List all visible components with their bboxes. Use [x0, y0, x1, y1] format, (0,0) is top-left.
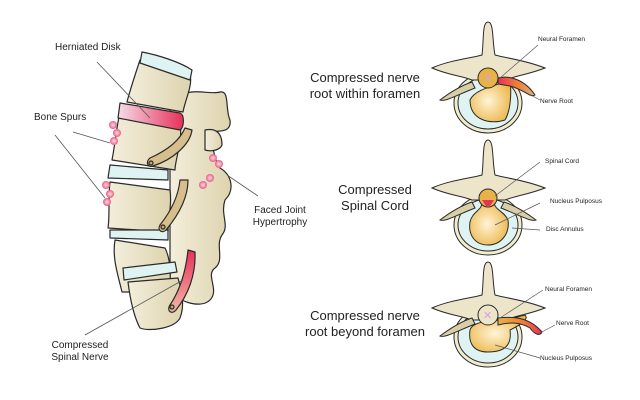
nucleus-pulposus	[469, 202, 509, 246]
axial-panel-2	[430, 139, 547, 256]
title-line: root beyond foramen	[305, 324, 425, 339]
label-line: Spinal Nerve	[51, 352, 109, 363]
spinal-cord	[478, 188, 498, 208]
axial-panel-3: ✕	[430, 261, 547, 368]
disc-4	[109, 229, 169, 241]
cord-compression	[482, 200, 494, 206]
label-compressed-spinal-nerve: Compressed Spinal Nerve	[40, 340, 120, 364]
label-line: Faced Joint	[254, 205, 306, 216]
title-line: root within foramen	[309, 86, 421, 101]
panel-2-title: Compressed Spinal Cord	[325, 182, 425, 214]
sagittal-spine	[102, 51, 232, 331]
label-facet-joint-hypertrophy: Faced Joint Hypertrophy	[240, 205, 320, 229]
label-neural-foramen-3: Neural Foramen	[545, 286, 592, 293]
label-neural-foramen-1: Neural Foramen	[538, 36, 585, 43]
label-line: Hypertrophy	[252, 217, 308, 228]
herniated-disk	[117, 102, 184, 131]
leader-lines-left	[54, 61, 259, 336]
label-nucleus-pulposus-3: Nucleus Pulposus	[540, 355, 593, 362]
label-bone-spurs: Bone Spurs	[34, 112, 87, 123]
disc-3	[107, 164, 169, 181]
label-herniated-disk: Herniated Disk	[55, 42, 121, 53]
compressed-nerve-root	[497, 316, 543, 335]
disc-5	[122, 261, 178, 281]
label-line: Compressed	[51, 340, 109, 351]
spinal-nerve-1	[146, 127, 193, 167]
spinal-nerve-2	[158, 179, 189, 233]
label-nerve-root-3: Nerve Root	[556, 320, 589, 327]
label-nerve-root-1: Nerve Root	[540, 98, 573, 105]
panel-3-title: Compressed nerve root beyond foramen	[295, 308, 435, 340]
svg-text:✕: ✕	[483, 309, 492, 322]
label-spinal-cord: Spinal Cord	[545, 158, 579, 165]
label-nucleus-pulposus-2: Nucleus Pulposus	[550, 198, 603, 205]
label-disc-annulus: Disc Annulus	[546, 226, 584, 233]
title-line: Compressed nerve	[310, 70, 420, 85]
leader-lines-right	[494, 44, 556, 359]
compressed-nerve-root	[497, 76, 536, 97]
title-line: Compressed nerve	[310, 308, 420, 323]
svg-text:✕: ✕	[483, 72, 492, 85]
title-line: Spinal Cord	[341, 198, 409, 213]
panel-1-title: Compressed nerve root within foramen	[295, 70, 435, 102]
axial-panel-1: ✕	[430, 21, 547, 134]
transverse-process-left	[438, 81, 476, 101]
bone-spurs	[102, 121, 223, 206]
disc-top	[139, 51, 193, 81]
title-line: Compressed	[338, 182, 412, 197]
